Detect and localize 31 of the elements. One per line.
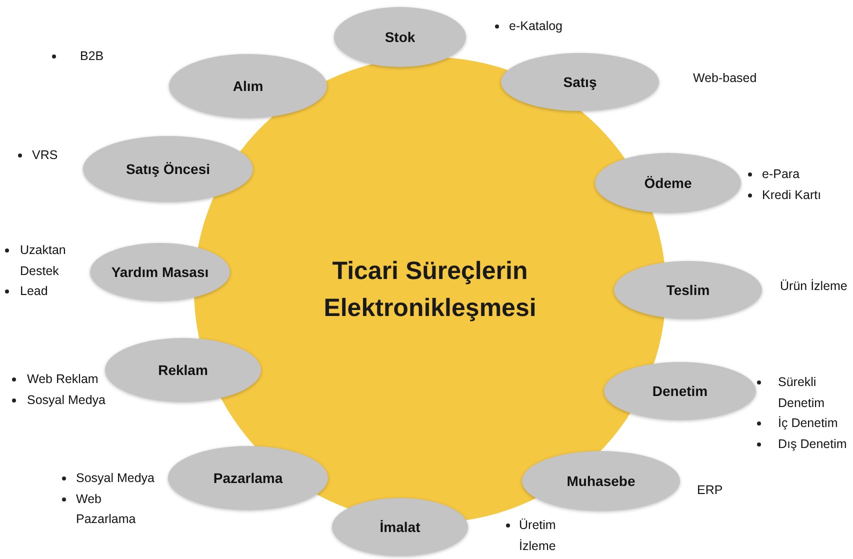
side-note: ERP xyxy=(697,482,723,499)
node-label: Stok xyxy=(384,28,416,46)
bullet-item: Sosyal Medya xyxy=(76,470,155,487)
bullet-item: e-Para xyxy=(762,166,800,183)
bullet-item: Dış Denetim xyxy=(778,436,847,453)
side-note: Ürün İzleme xyxy=(780,278,848,295)
node-label: Alım xyxy=(232,76,264,96)
bullet-item: VRS xyxy=(32,147,58,164)
bullet-item: B2B xyxy=(80,48,104,65)
node-label: Yardım Masası xyxy=(111,262,209,282)
node-label: Pazarlama xyxy=(213,468,283,488)
node-label: İmalat xyxy=(380,518,420,536)
node-label: Muhasebe xyxy=(566,472,636,490)
bullet-item: Web Pazarlama xyxy=(76,490,137,528)
bullet-item: İç Denetim xyxy=(778,415,838,432)
node-label: Ödeme xyxy=(644,174,692,192)
node-label: Satış Öncesi xyxy=(126,160,210,178)
bullet-item: Lead xyxy=(20,283,48,300)
node-label: Reklam xyxy=(158,360,208,380)
central-title: Ticari Süreçlerin Elektronikleşmesi xyxy=(322,256,538,324)
bullet-item: e-Katalog xyxy=(509,18,563,35)
bullet-item: Üretim İzleme xyxy=(519,517,557,554)
node-label: Satış xyxy=(563,72,597,92)
bullet-item: Kredi Kartı xyxy=(762,186,822,204)
bullet-item: Sosyal Medya xyxy=(27,392,106,409)
node-label: Teslim xyxy=(666,280,710,300)
bullet-item: Sürekli Denetim xyxy=(778,374,826,412)
bullet-item: Uzaktan Destek xyxy=(20,242,67,280)
side-note: Web-based xyxy=(693,70,757,87)
node-label: Denetim xyxy=(652,382,708,400)
bullet-item: Web Reklam xyxy=(27,371,98,388)
